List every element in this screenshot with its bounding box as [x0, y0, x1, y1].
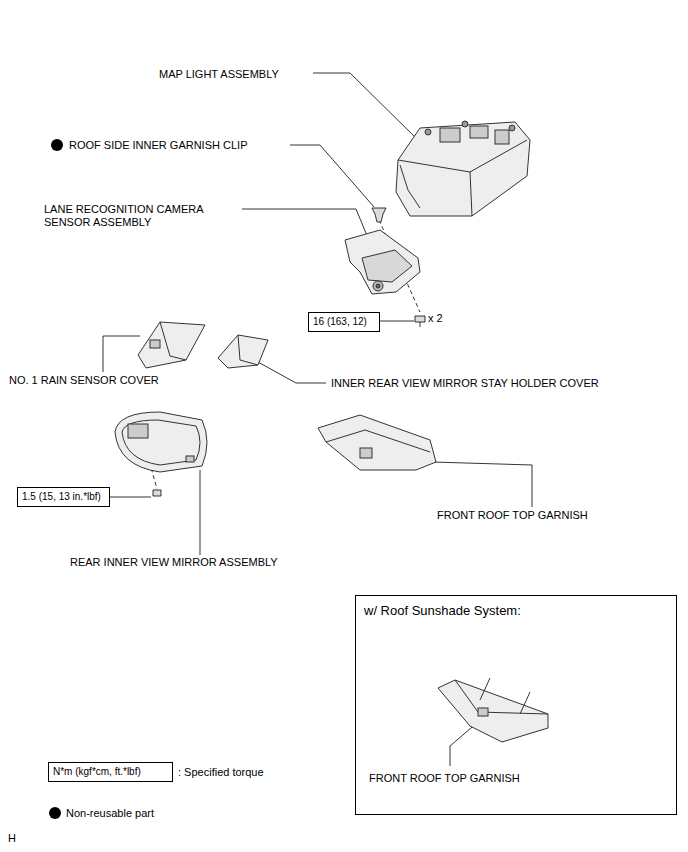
- part-label: ROOF SIDE INNER GARNISH CLIP: [69, 139, 247, 152]
- legend-dot: [48, 806, 62, 820]
- node-text: N*m (kgf*cm, ft.*lbf): [53, 766, 141, 778]
- part-label: x 2: [428, 312, 443, 325]
- part-label: MAP LIGHT ASSEMBLY: [159, 68, 279, 81]
- torque-box: N*m (kgf*cm, ft.*lbf): [48, 762, 173, 782]
- node-text: w/ Roof Sunshade System:: [364, 603, 521, 618]
- legend-swatch: [49, 807, 61, 819]
- variant-panel: w/ Roof Sunshade System: FRONT ROOF TOP G…: [355, 595, 677, 815]
- part-label: FRONT ROOF TOP GARNISH: [369, 772, 520, 785]
- part-label: INNER REAR VIEW MIRROR STAY HOLDER COVER: [331, 377, 599, 390]
- part-label: LANE RECOGNITION CAMERA SENSOR ASSEMBLY: [44, 203, 224, 229]
- part-label: NO. 1 RAIN SENSOR COVER: [9, 374, 159, 387]
- node-text: 1.5 (15, 13 in.*lbf): [22, 491, 101, 503]
- part-label: H: [8, 832, 16, 845]
- legend-text: : Specified torque: [178, 766, 264, 779]
- part-label: REAR INNER VIEW MIRROR ASSEMBLY: [70, 556, 278, 569]
- part-label: FRONT ROOF TOP GARNISH: [437, 509, 588, 522]
- node-text: 16 (163, 12): [313, 316, 367, 328]
- legend-text: Non-reusable part: [66, 807, 154, 820]
- torque-box: 1.5 (15, 13 in.*lbf): [17, 487, 110, 507]
- torque-box: 16 (163, 12): [308, 312, 380, 332]
